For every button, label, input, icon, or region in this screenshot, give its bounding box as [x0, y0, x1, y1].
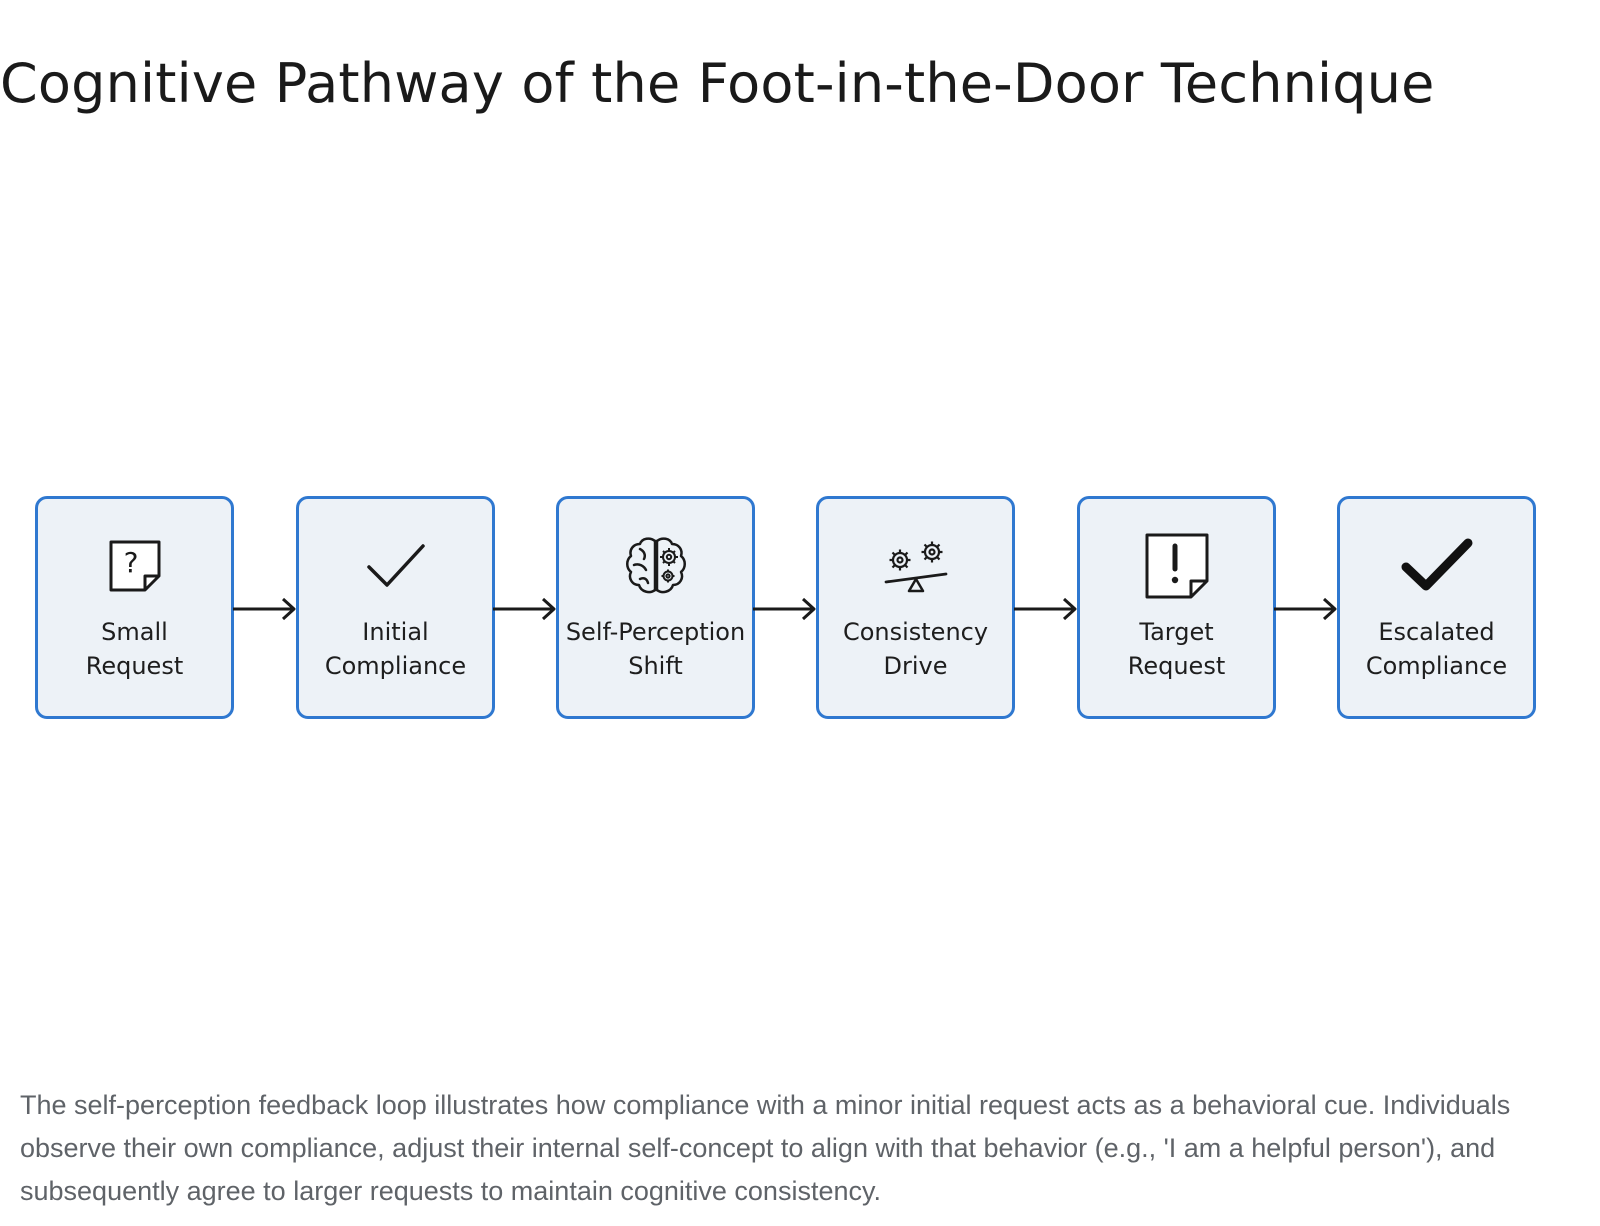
- step-label-line1: Initial: [362, 618, 429, 646]
- step-consistency-drive: Consistency Drive: [816, 496, 1015, 719]
- svg-text:?: ?: [123, 546, 138, 579]
- arrow-right-icon: [233, 597, 296, 621]
- arrow-right-icon: [1274, 597, 1337, 621]
- question-note-icon: ?: [38, 533, 231, 599]
- arrow-right-icon: [1014, 597, 1077, 621]
- gears-balance-icon: [819, 533, 1012, 599]
- step-label-line1: Self-Perception: [565, 618, 746, 646]
- step-small-request: ? Small Request: [35, 496, 234, 719]
- step-target-request: Target Request: [1077, 496, 1276, 719]
- step-label-line2: Shift: [628, 652, 683, 680]
- brain-gears-icon: [559, 533, 752, 599]
- step-label-line2: Request: [85, 652, 184, 680]
- step-self-perception-shift: Self-Perception Shift: [556, 496, 755, 719]
- arrow-right-icon: [753, 597, 816, 621]
- step-label-line2: Compliance: [1365, 652, 1508, 680]
- step-label-line2: Request: [1127, 652, 1226, 680]
- step-label-line1: Consistency: [842, 618, 989, 646]
- step-label-line1: Target: [1139, 618, 1214, 646]
- page-title: Cognitive Pathway of the Foot-in-the-Doo…: [0, 52, 1435, 115]
- checkmark-icon: [299, 533, 492, 599]
- figure-caption: The self-perception feedback loop illust…: [20, 1090, 1511, 1206]
- exclamation-note-icon: [1080, 533, 1273, 599]
- step-label-line2: Compliance: [324, 652, 467, 680]
- step-label-line1: Small: [101, 618, 168, 646]
- step-initial-compliance: Initial Compliance: [296, 496, 495, 719]
- step-label-line1: Escalated: [1378, 618, 1495, 646]
- step-escalated-compliance: Escalated Compliance: [1337, 496, 1536, 719]
- bold-checkmark-icon: [1340, 533, 1533, 599]
- arrow-right-icon: [493, 597, 556, 621]
- step-label-line2: Drive: [883, 652, 948, 680]
